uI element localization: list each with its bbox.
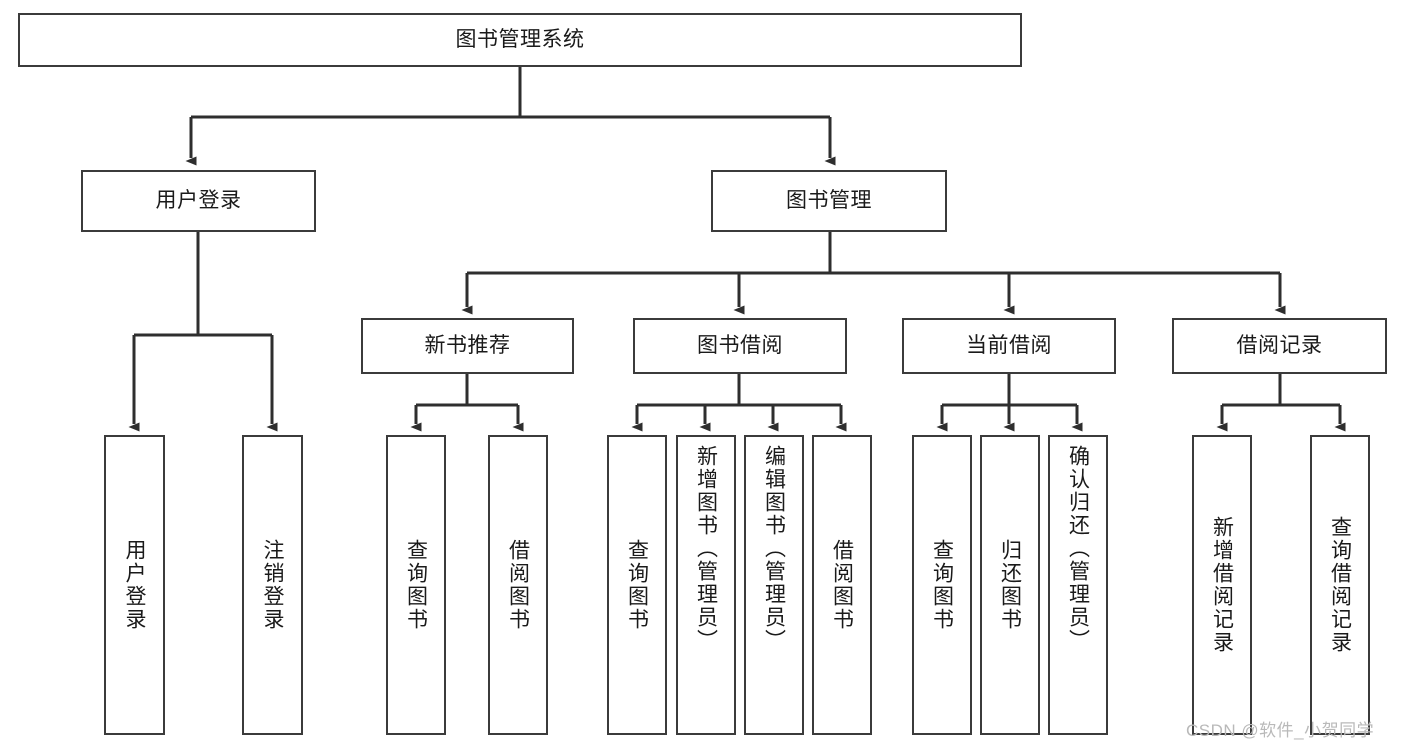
node-leaf-borrow-book-1-label: 借阅图书 bbox=[506, 539, 530, 631]
node-leaf-borrow-book-2[interactable]: 借阅图书 bbox=[812, 435, 872, 735]
node-new-book-recommend-label: 新书推荐 bbox=[424, 334, 511, 358]
node-leaf-logout-login-label: 注销登录 bbox=[261, 539, 284, 631]
node-leaf-query-book-3[interactable]: 查询图书 bbox=[912, 435, 972, 735]
node-borrow-record[interactable]: 借阅记录 bbox=[1172, 318, 1387, 374]
node-leaf-query-book-3-label: 查询图书 bbox=[930, 539, 954, 631]
node-leaf-edit-book[interactable]: 编辑图书（管理员） bbox=[744, 435, 804, 735]
node-root-label: 图书管理系统 bbox=[455, 28, 585, 52]
node-leaf-user-login[interactable]: 用户登录 bbox=[104, 435, 165, 735]
node-leaf-add-book-label: 新增图书（管理员） bbox=[694, 445, 718, 652]
node-leaf-edit-book-label: 编辑图书（管理员） bbox=[762, 445, 786, 652]
node-leaf-query-record-label: 查询借阅记录 bbox=[1328, 516, 1352, 654]
node-book-borrow[interactable]: 图书借阅 bbox=[633, 318, 847, 374]
node-leaf-confirm-return[interactable]: 确认归还（管理员） bbox=[1048, 435, 1108, 735]
node-borrow-record-label: 借阅记录 bbox=[1236, 334, 1323, 358]
node-leaf-logout-login[interactable]: 注销登录 bbox=[242, 435, 303, 735]
node-book-manage[interactable]: 图书管理 bbox=[711, 170, 947, 232]
node-leaf-borrow-book-1[interactable]: 借阅图书 bbox=[488, 435, 548, 735]
node-leaf-add-book[interactable]: 新增图书（管理员） bbox=[676, 435, 736, 735]
csdn-watermark: CSDN @软件_小贺同学 bbox=[1186, 721, 1375, 740]
node-new-book-recommend[interactable]: 新书推荐 bbox=[361, 318, 574, 374]
node-leaf-query-book-2[interactable]: 查询图书 bbox=[607, 435, 667, 735]
node-current-borrow[interactable]: 当前借阅 bbox=[902, 318, 1116, 374]
node-user-login-label: 用户登录 bbox=[155, 189, 242, 213]
node-leaf-query-book-2-label: 查询图书 bbox=[625, 539, 649, 631]
node-book-borrow-label: 图书借阅 bbox=[697, 334, 783, 358]
node-leaf-borrow-book-2-label: 借阅图书 bbox=[830, 539, 854, 631]
node-leaf-add-record[interactable]: 新增借阅记录 bbox=[1192, 435, 1252, 735]
node-leaf-return-book-label: 归还图书 bbox=[998, 539, 1022, 631]
node-leaf-query-book-1[interactable]: 查询图书 bbox=[386, 435, 446, 735]
node-leaf-add-record-label: 新增借阅记录 bbox=[1210, 516, 1234, 654]
node-leaf-return-book[interactable]: 归还图书 bbox=[980, 435, 1040, 735]
node-leaf-query-record[interactable]: 查询借阅记录 bbox=[1310, 435, 1370, 735]
node-leaf-user-login-label: 用户登录 bbox=[123, 539, 146, 631]
node-root[interactable]: 图书管理系统 bbox=[18, 13, 1022, 67]
node-current-borrow-label: 当前借阅 bbox=[966, 334, 1052, 358]
node-user-login[interactable]: 用户登录 bbox=[81, 170, 316, 232]
node-leaf-query-book-1-label: 查询图书 bbox=[404, 539, 428, 631]
node-book-manage-label: 图书管理 bbox=[786, 189, 872, 213]
node-leaf-confirm-return-label: 确认归还（管理员） bbox=[1066, 445, 1090, 652]
